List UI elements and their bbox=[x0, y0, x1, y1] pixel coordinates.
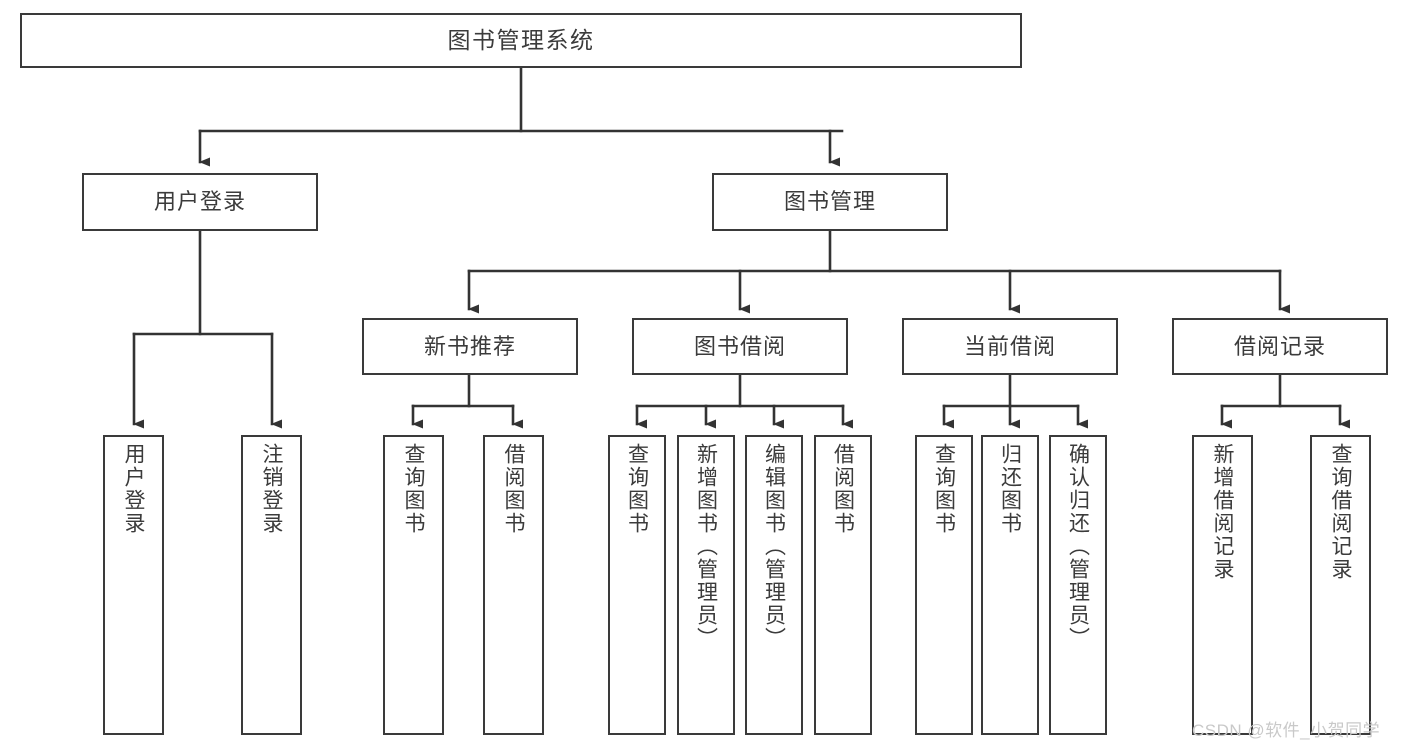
node-label: 图书管理 bbox=[783, 189, 876, 215]
node-label: 查询图书 bbox=[402, 443, 425, 535]
node-label: 新增图书（管理员） bbox=[694, 443, 718, 650]
node-label: 新增借阅记录 bbox=[1211, 443, 1234, 581]
node-label: 编辑图书（管理员） bbox=[762, 443, 786, 650]
node-label: 用户登录 bbox=[153, 189, 246, 215]
node-new-book-recommend[interactable]: 新书推荐 bbox=[362, 318, 578, 375]
leaf-query-book-recommend[interactable]: 查询图书 bbox=[383, 435, 444, 735]
node-label: 查询图书 bbox=[625, 443, 649, 535]
node-label: 图书管理系统 bbox=[447, 26, 595, 53]
leaf-query-borrow-record[interactable]: 查询借阅记录 bbox=[1310, 435, 1371, 735]
node-label: 归还图书 bbox=[998, 443, 1022, 535]
node-root-system[interactable]: 图书管理系统 bbox=[20, 13, 1022, 68]
leaf-user-login[interactable]: 用户登录 bbox=[103, 435, 164, 735]
node-borrow-record[interactable]: 借阅记录 bbox=[1172, 318, 1388, 375]
leaf-borrow-book-recommend[interactable]: 借阅图书 bbox=[483, 435, 544, 735]
leaf-query-book-borrow[interactable]: 查询图书 bbox=[608, 435, 666, 735]
node-label: 确认归还（管理员） bbox=[1066, 443, 1090, 650]
node-user-login[interactable]: 用户登录 bbox=[82, 173, 318, 231]
node-label: 借阅图书 bbox=[831, 443, 855, 535]
node-label: 查询图书 bbox=[932, 443, 956, 535]
leaf-logout[interactable]: 注销登录 bbox=[241, 435, 302, 735]
node-book-borrow[interactable]: 图书借阅 bbox=[632, 318, 848, 375]
leaf-edit-book-admin[interactable]: 编辑图书（管理员） bbox=[745, 435, 803, 735]
node-label: 借阅图书 bbox=[502, 443, 525, 535]
node-book-management[interactable]: 图书管理 bbox=[712, 173, 948, 231]
node-current-borrow[interactable]: 当前借阅 bbox=[902, 318, 1118, 375]
leaf-query-book-current[interactable]: 查询图书 bbox=[915, 435, 973, 735]
node-label: 用户登录 bbox=[122, 443, 145, 535]
leaf-add-borrow-record[interactable]: 新增借阅记录 bbox=[1192, 435, 1253, 735]
node-label: 新书推荐 bbox=[423, 333, 516, 359]
csdn-watermark: CSDN @软件_小贺同学 bbox=[1192, 721, 1381, 740]
node-label: 借阅记录 bbox=[1233, 333, 1326, 359]
node-label: 查询借阅记录 bbox=[1329, 443, 1352, 581]
node-label: 当前借阅 bbox=[963, 333, 1056, 359]
leaf-return-book[interactable]: 归还图书 bbox=[981, 435, 1039, 735]
node-label: 图书借阅 bbox=[693, 333, 786, 359]
leaf-add-book-admin[interactable]: 新增图书（管理员） bbox=[677, 435, 735, 735]
node-label: 注销登录 bbox=[260, 443, 283, 535]
leaf-borrow-book[interactable]: 借阅图书 bbox=[814, 435, 872, 735]
leaf-confirm-return-admin[interactable]: 确认归还（管理员） bbox=[1049, 435, 1107, 735]
